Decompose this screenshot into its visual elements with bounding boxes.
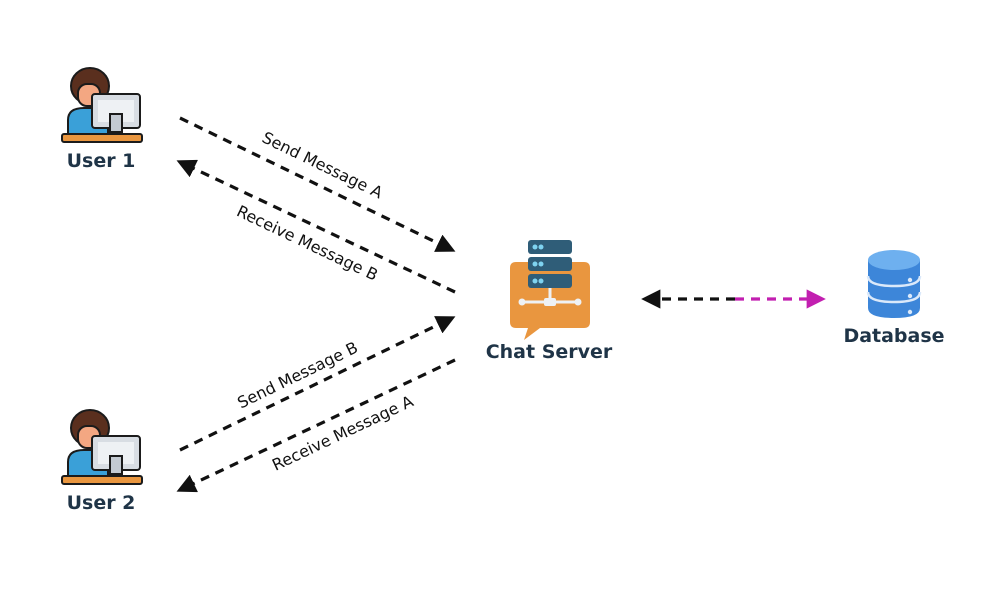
edge-receive-message-a: Receive Message A: [176, 358, 456, 493]
edge-label-receive-message-a: Receive Message A: [269, 391, 416, 474]
node-label-chat-server: Chat Server: [486, 341, 613, 363]
arrow-send-message-a: [179, 116, 456, 252]
edge-label-send-message-a: Send Message A: [259, 128, 386, 203]
database-icon: [866, 250, 922, 318]
user-at-computer-icon: [61, 409, 143, 485]
node-label-user-2: User 2: [67, 492, 136, 514]
node-database: Database: [843, 250, 945, 347]
edge-label-send-message-b: Send Message B: [234, 338, 361, 413]
node-chat-server: Chat Server: [486, 240, 613, 363]
edge-label-receive-message-b: Receive Message B: [234, 201, 381, 284]
node-label-database: Database: [843, 325, 944, 347]
arrow-receive-message-b: [176, 159, 456, 294]
node-user-1: User 1: [61, 67, 143, 172]
chat-server-icon: [510, 240, 590, 340]
node-label-user-1: User 1: [67, 150, 136, 172]
edge-send-message-b: Send Message B: [179, 316, 456, 452]
edge-receive-message-b: Receive Message B: [176, 159, 456, 294]
arrow-receive-message-a: [176, 358, 456, 493]
arrow-send-message-b: [179, 316, 456, 452]
node-user-2: User 2: [61, 409, 143, 514]
edge-send-message-a: Send Message A: [179, 116, 456, 252]
user-at-computer-icon: [61, 67, 143, 143]
